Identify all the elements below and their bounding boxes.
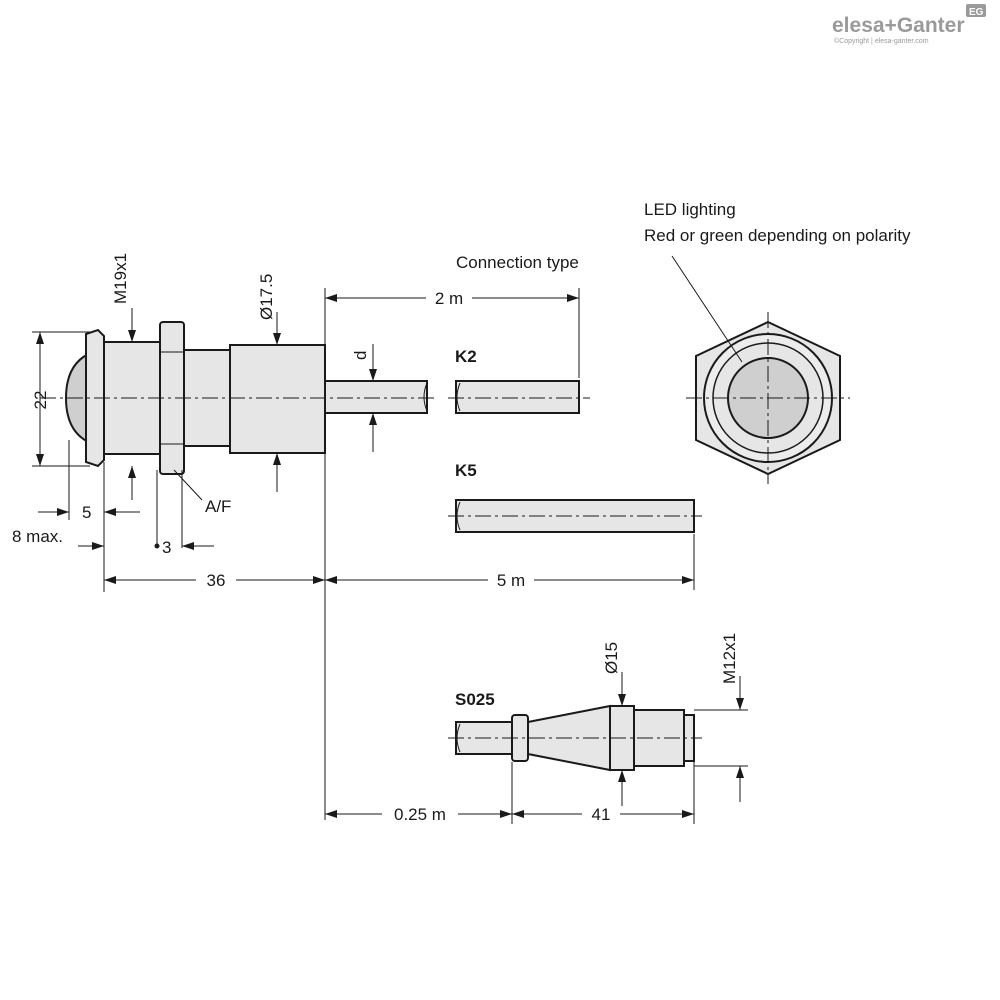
dim-length-body: 36 xyxy=(104,453,326,820)
dim-connector-len: 41 xyxy=(512,762,695,824)
connector-s025: S025 xyxy=(448,690,702,772)
dim-flange-label: 5 xyxy=(82,503,91,522)
dim-height: 22 xyxy=(31,331,90,467)
indicator-front-view xyxy=(671,255,850,484)
brand-badge xyxy=(966,4,986,17)
dim-cable-2m-label: 2 m xyxy=(435,289,463,308)
dim-thread-main: M19x1 xyxy=(111,253,136,500)
brand-badge-text: EG xyxy=(969,7,984,18)
dim-across-flats: A/F xyxy=(173,469,231,516)
dim-diameter-body-label: Ø17.5 xyxy=(257,274,276,320)
dim-nut-label: 3 xyxy=(162,538,171,557)
dim-cable-025m-label: 0.25 m xyxy=(394,805,446,824)
dim-cable-5m: 5 m xyxy=(325,534,695,590)
label-s025: S025 xyxy=(455,690,495,709)
dim-cable-2m: 2 m xyxy=(324,288,580,378)
brand-logo: elesa+Ganter ©Copyright | elesa-ganter.c… xyxy=(832,4,986,45)
dim-diameter-body: Ø17.5 xyxy=(257,274,281,492)
dim-length-body-label: 36 xyxy=(207,571,226,590)
callout-polarity: Red or green depending on polarity xyxy=(644,226,911,245)
logo-text: elesa+Ganter xyxy=(832,14,965,37)
dim-thread-conn-label: M12x1 xyxy=(720,633,739,684)
dim-nut: 3 xyxy=(154,470,214,557)
dim-across-flats-label: A/F xyxy=(205,497,231,516)
dim-thread-main-label: M19x1 xyxy=(111,253,130,304)
dim-cable-d: d xyxy=(351,344,377,452)
cable-stub xyxy=(324,380,428,414)
dim-connector-dia-label: Ø15 xyxy=(602,642,621,674)
dim-flange: 5 xyxy=(38,440,140,592)
copyright-text: ©Copyright | elesa-ganter.com xyxy=(834,37,929,45)
cable-k2: K2 xyxy=(448,347,590,414)
label-k5: K5 xyxy=(455,461,477,480)
dim-cable-025m: 0.25 m xyxy=(325,762,513,824)
dim-dome-max-label: 8 max. xyxy=(12,527,63,546)
callout-led: LED lighting xyxy=(644,200,736,219)
dim-connector-dia: Ø15 xyxy=(602,642,626,806)
dim-thread-conn: M12x1 xyxy=(694,633,748,802)
indicator-side-view xyxy=(40,321,436,475)
dim-cable-d-label: d xyxy=(351,351,370,360)
cable-k2-body xyxy=(455,380,580,414)
dim-connector-len-label: 41 xyxy=(592,805,611,824)
dim-dome-max: 8 max. xyxy=(12,527,104,550)
label-k2: K2 xyxy=(455,347,477,366)
cable-k5: K5 xyxy=(448,461,702,533)
connection-type-title: Connection type xyxy=(456,253,579,272)
dim-cable-5m-label: 5 m xyxy=(497,571,525,590)
led-callout-line xyxy=(671,255,743,363)
housing xyxy=(229,344,326,454)
dim-height-label: 22 xyxy=(31,391,50,410)
